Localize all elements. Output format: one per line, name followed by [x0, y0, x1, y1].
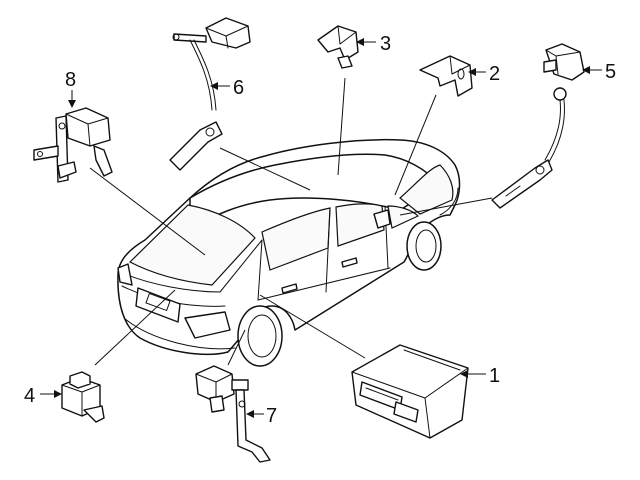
level-sensor-icon	[195, 365, 271, 463]
callout-labels: 1 2 3 4 5 6 7 8	[24, 33, 616, 427]
sensor-icon	[61, 371, 105, 423]
callout-7: 7	[266, 405, 277, 427]
level-sensor-icon	[33, 107, 113, 183]
level-sensor-icon	[491, 43, 585, 209]
callout-8: 8	[65, 69, 76, 91]
callout-4: 4	[24, 385, 35, 407]
callout-1: 1	[489, 365, 500, 387]
leader-lines	[89, 77, 493, 366]
callout-3: 3	[380, 33, 391, 55]
level-sensor-icon	[169, 17, 251, 171]
callout-2: 2	[489, 63, 500, 85]
callout-5: 5	[605, 61, 616, 83]
sedan-rear-three-quarter-icon	[117, 138, 461, 367]
callout-arrows	[40, 38, 602, 418]
mounting-bracket-icon	[317, 25, 359, 69]
callout-6: 6	[233, 77, 244, 99]
control-module-icon	[351, 344, 469, 439]
mounting-bracket-icon	[419, 55, 473, 97]
